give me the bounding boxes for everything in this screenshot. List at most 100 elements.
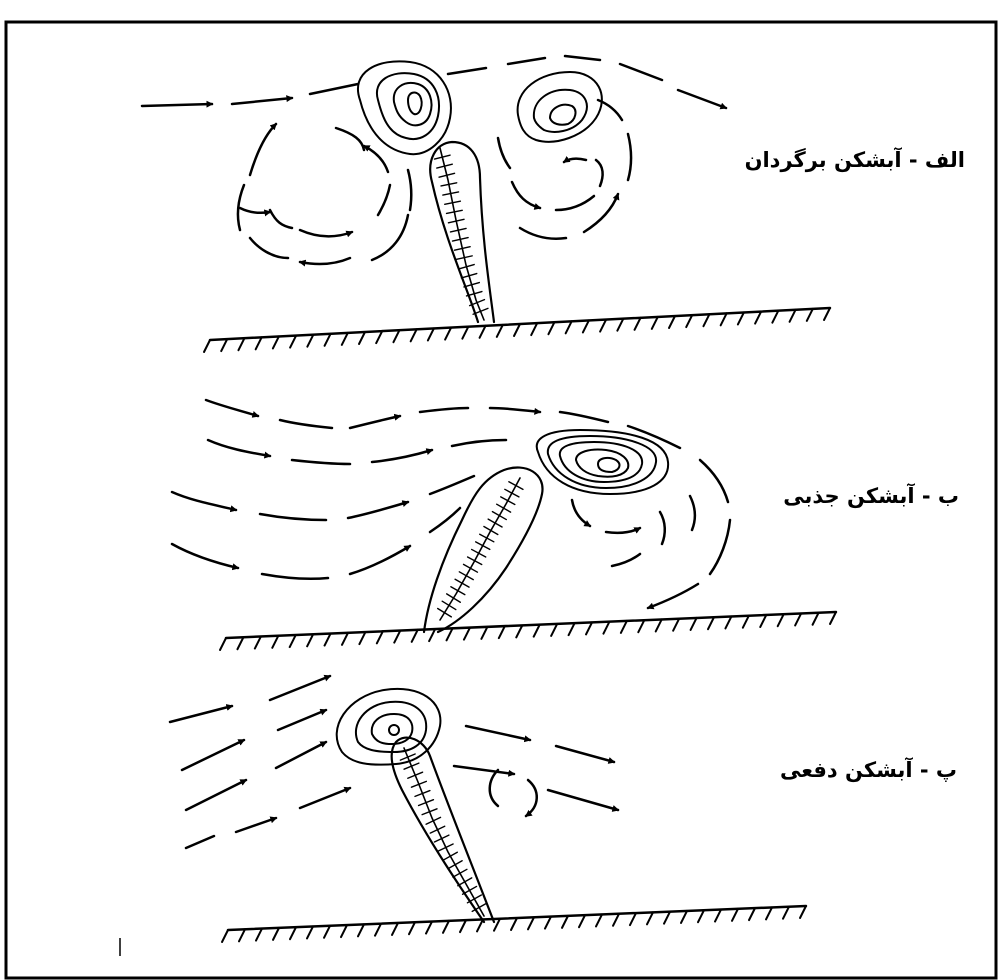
ground-hatch-mark: [222, 930, 228, 942]
ground-hatch-mark: [551, 624, 557, 636]
ground-hatch-mark: [813, 613, 819, 625]
ground-hatch-mark: [531, 323, 537, 335]
ground-hatch-mark: [686, 315, 692, 327]
jet-tick-mark: [443, 852, 457, 860]
panel-a-ground-hatch: [204, 308, 830, 352]
ground-hatch-mark: [255, 637, 261, 649]
panel-c-plume: [337, 689, 441, 765]
ground-hatch-mark: [325, 634, 331, 646]
ground-hatch-mark: [272, 636, 278, 648]
ground-hatch-mark: [443, 921, 449, 933]
ground-hatch-mark: [220, 638, 226, 650]
panel-a-plume-right: [518, 72, 602, 142]
panel-a-plume-left: [358, 61, 451, 154]
ground-hatch-mark: [359, 632, 365, 644]
ground-hatch-mark: [393, 330, 399, 342]
ground-hatch-mark: [426, 922, 432, 934]
ground-hatch-mark: [630, 913, 636, 925]
ground-hatch-mark: [635, 318, 641, 330]
ground-hatch-mark: [256, 337, 262, 349]
jet-tick-mark: [451, 587, 465, 595]
jet-tick-mark: [430, 826, 444, 833]
ground-hatch-mark: [545, 917, 551, 929]
jet-tick-mark: [459, 572, 473, 580]
ground-hatch-mark: [647, 912, 653, 924]
ground-hatch-mark: [411, 329, 417, 341]
ground-hatch-mark: [569, 623, 575, 635]
ground-hatch-mark: [428, 328, 434, 340]
ground-hatch-mark: [394, 631, 400, 643]
ground-hatch-mark: [673, 619, 679, 631]
jet-tick-mark: [468, 557, 482, 565]
jet-tick-mark: [434, 835, 448, 842]
jet-tick-mark: [488, 519, 502, 527]
ground-hatch-mark: [579, 915, 585, 927]
ground-hatch-mark: [596, 914, 602, 926]
ground-hatch-mark: [511, 918, 517, 930]
ground-hatch-mark: [603, 622, 609, 634]
ground-hatch-mark: [447, 628, 453, 640]
jet-tick-mark: [476, 542, 490, 550]
ground-hatch-mark: [494, 919, 500, 931]
panel-a-right-eddy: [498, 100, 631, 239]
ground-hatch-mark: [376, 331, 382, 343]
panel-c-diagram: [170, 676, 806, 942]
ground-hatch-mark: [681, 911, 687, 923]
ground-hatch-mark: [412, 630, 418, 642]
jet-tick-mark: [464, 564, 478, 572]
jet-tick-mark: [447, 594, 461, 602]
ground-hatch-mark: [824, 308, 830, 320]
ground-hatch-mark: [721, 313, 727, 325]
ground-hatch-mark: [830, 612, 836, 624]
jet-tick-mark: [455, 579, 469, 587]
panel-b-plume: [537, 430, 668, 494]
ground-hatch-mark: [772, 311, 778, 323]
ground-hatch-mark: [480, 326, 486, 338]
ground-hatch-mark: [600, 320, 606, 332]
ground-hatch-mark: [256, 929, 262, 941]
ground-hatch-mark: [497, 325, 503, 337]
panel-b-label: ب - آبشکن جذبی: [783, 484, 959, 508]
ground-hatch-mark: [534, 625, 540, 637]
ground-hatch-mark: [669, 316, 675, 328]
ground-hatch-mark: [583, 320, 589, 332]
ground-hatch-mark: [307, 335, 313, 347]
ground-hatch-mark: [342, 633, 348, 645]
ground-hatch-mark: [760, 615, 766, 627]
ground-hatch-mark: [691, 618, 697, 630]
ground-hatch-mark: [429, 629, 435, 641]
panel-a-jet-body: [430, 142, 494, 322]
ground-hatch-mark: [477, 919, 483, 931]
ground-hatch-mark: [460, 920, 466, 932]
ground-hatch-mark: [290, 635, 296, 647]
ground-hatch-mark: [341, 925, 347, 937]
jet-tick-mark: [448, 861, 462, 869]
ground-hatch-mark: [358, 924, 364, 936]
ground-hatch-mark: [462, 327, 468, 339]
ground-hatch-mark: [703, 314, 709, 326]
ground-hatch-mark: [613, 914, 619, 926]
ground-hatch-mark: [239, 929, 245, 941]
panel-c-jet-body: [392, 738, 494, 922]
ground-hatch-mark: [290, 336, 296, 348]
panel-b-ground-hatch: [220, 612, 836, 650]
ground-hatch-mark: [652, 317, 658, 329]
ground-hatch-mark: [725, 616, 731, 628]
jet-tick-mark: [497, 504, 511, 512]
ground-hatch-mark: [375, 924, 381, 936]
ground-hatch-mark: [732, 909, 738, 921]
jet-tick-mark: [408, 772, 423, 778]
ground-hatch-mark: [749, 908, 755, 920]
jet-tick-mark: [480, 534, 494, 542]
jet-tick-mark: [501, 497, 515, 505]
ground-hatch-mark: [766, 907, 772, 919]
ground-hatch-mark: [698, 910, 704, 922]
ground-hatch-mark: [566, 321, 572, 333]
ground-hatch-mark: [237, 637, 243, 649]
ground-hatch-mark: [548, 322, 554, 334]
ground-hatch-mark: [377, 631, 383, 643]
ground-hatch-mark: [743, 616, 749, 628]
ground-hatch-mark: [562, 916, 568, 928]
ground-hatch-mark: [324, 926, 330, 938]
ground-hatch-mark: [221, 339, 227, 351]
